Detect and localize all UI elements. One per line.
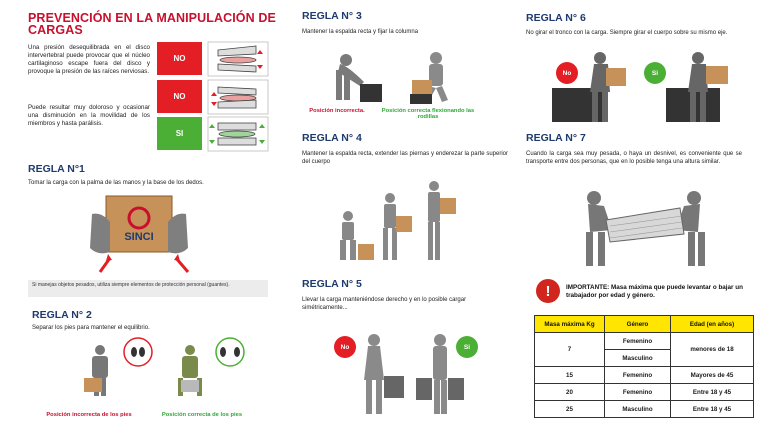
table-cell: 15 bbox=[534, 366, 605, 384]
table-row: 25 Masculino Entre 18 y 45 bbox=[534, 400, 754, 418]
table-header-mass: Masa máxima Kg bbox=[534, 315, 605, 333]
rule5-text: Llevar la carga manteniéndose derecho y … bbox=[302, 297, 467, 311]
rule3-text: Mantener la espalda recta y fijar la col… bbox=[302, 29, 419, 35]
max-load-table: Masa máxima Kg Género Edad (en años) 7 F… bbox=[534, 315, 754, 418]
rule4-title: REGLA N° 4 bbox=[302, 132, 362, 144]
rule3-title: REGLA N° 3 bbox=[302, 10, 362, 22]
rule6-text: No girar el tronco con la carga. Siempre… bbox=[526, 30, 728, 36]
rule4-text: Mantener la espalda recta, extender las … bbox=[302, 151, 508, 165]
table-cell: Masculino bbox=[604, 400, 671, 418]
carry-load-illustration bbox=[364, 334, 464, 414]
table-header-gender: Género bbox=[604, 315, 671, 333]
box-grip-illustration: SINCI bbox=[90, 195, 190, 273]
table-cell: Femenino bbox=[604, 383, 671, 401]
rule5-badge-si: Si bbox=[456, 336, 478, 358]
table-row: 15 Femenino Mayores de 45 bbox=[534, 366, 754, 384]
table-cell: Masculino bbox=[604, 349, 671, 367]
intro-paragraph-2: Puede resultar muy doloroso y ocasionar … bbox=[28, 104, 150, 127]
rule5-title: REGLA N° 5 bbox=[302, 278, 362, 290]
rule7-text: Cuando la carga sea muy pesada, o haya u… bbox=[526, 151, 742, 165]
two-person-lift-illustration bbox=[586, 191, 705, 266]
warning-icon: ! bbox=[536, 279, 560, 303]
gloves-note: Si manejas objetos pesados, utiliza siem… bbox=[32, 282, 230, 288]
rule6-title: REGLA N° 6 bbox=[526, 12, 586, 24]
lift-sequence-illustration bbox=[340, 181, 456, 260]
page-title: PREVENCIÓN EN LA MANIPULACIÓN DE CARGAS bbox=[28, 11, 276, 37]
intro-paragraph-1: Una presión desequilibrada en el disco i… bbox=[28, 44, 150, 75]
gloves-note-box: Si manejas objetos pesados, utiliza siem… bbox=[28, 280, 268, 297]
badge-no-1: NO bbox=[157, 42, 202, 75]
rule2-text: Separar los pies para mantener el equili… bbox=[32, 325, 150, 331]
rule6-badge-si: Si bbox=[644, 62, 666, 84]
rule5-badge-no: No bbox=[334, 336, 356, 358]
rule2-caption-correct: Posición correcta de los pies bbox=[161, 412, 243, 418]
rule1-title: REGLA N°1 bbox=[28, 163, 85, 175]
table-row: 20 Femenino Entre 18 y 45 bbox=[534, 383, 754, 401]
spinal-disc-illustration bbox=[207, 41, 269, 152]
badge-si: SI bbox=[157, 117, 202, 150]
back-posture-illustration bbox=[336, 52, 448, 104]
rule1-text: Tomar la carga con la palma de las manos… bbox=[28, 180, 204, 186]
rule3-caption-correct: Posición correcta flexionando las rodill… bbox=[381, 108, 475, 120]
table-cell: Femenino bbox=[604, 366, 671, 384]
badge-no-2: NO bbox=[157, 80, 202, 113]
rule3-caption-incorrect: Posición incorrecta. bbox=[309, 108, 365, 114]
box-logo: SINCI bbox=[124, 231, 153, 243]
rule7-title: REGLA N° 7 bbox=[526, 132, 586, 144]
table-cell: Femenino bbox=[604, 332, 671, 350]
table-cell: Entre 18 y 45 bbox=[670, 400, 754, 418]
table-cell: menores de 18 bbox=[670, 332, 754, 367]
twist-illustration bbox=[552, 52, 728, 122]
important-text: IMPORTANTE: Masa máxima que puede levant… bbox=[566, 284, 743, 299]
table-cell: 25 bbox=[534, 400, 605, 418]
rule6-badge-no: No bbox=[556, 62, 578, 84]
rule2-caption-incorrect: Posición incorrecta de los pies bbox=[46, 412, 132, 418]
table-cell: 20 bbox=[534, 383, 605, 401]
table-cell: Mayores de 45 bbox=[670, 366, 754, 384]
rule2-title: REGLA N° 2 bbox=[32, 309, 92, 321]
table-row: 7 Femenino menores de 18 bbox=[534, 332, 754, 367]
table-cell: 7 bbox=[534, 332, 605, 367]
table-header-age: Edad (en años) bbox=[670, 315, 754, 333]
table-cell: Entre 18 y 45 bbox=[670, 383, 754, 401]
feet-position-illustration bbox=[84, 337, 245, 396]
